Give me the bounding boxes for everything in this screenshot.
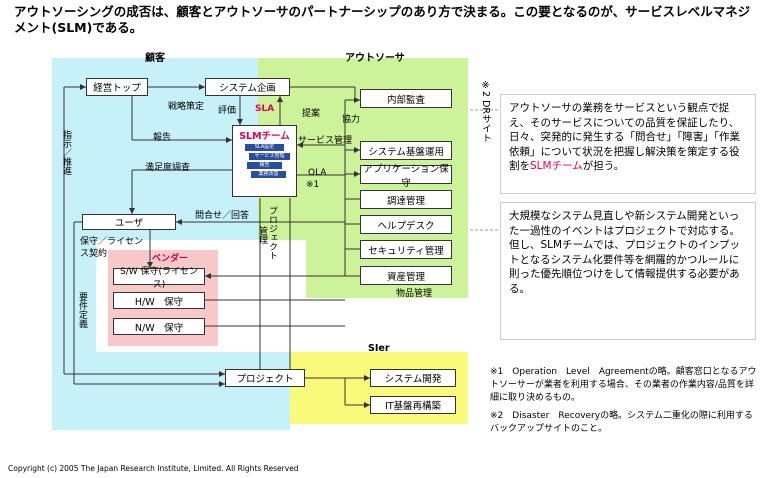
asset-box: 資産管理 bbox=[360, 266, 452, 285]
report-label: 報告 bbox=[153, 133, 172, 143]
system-ops-box: システム基盤運用 bbox=[360, 141, 452, 160]
vendor-region-label: ベンダー bbox=[152, 254, 189, 264]
it-rebuild-box: IT基盤再構築 bbox=[370, 396, 456, 414]
slm-team-label: SLMチーム bbox=[239, 131, 290, 142]
system-planning-box: システム企画 bbox=[205, 78, 290, 96]
project-note: 大規模なシステム見直しや新システム開発といった一過性のイベントはプロジェクトで対… bbox=[500, 202, 756, 340]
nw-maintenance-box: N/W 保守 bbox=[113, 318, 205, 335]
sier-region-label: SIer bbox=[368, 343, 390, 354]
customer-region-label: 顧客 bbox=[145, 53, 165, 64]
internal-audit-box: 内部監査 bbox=[360, 89, 452, 108]
mgmt-label: 管理 bbox=[257, 226, 267, 244]
maint-license-label: 保守／ライセンス契約 bbox=[80, 237, 144, 259]
slm-note-text: アウトソーサの業務をサービスという観点で捉え、そのサービスについての品質を保証し… bbox=[509, 102, 740, 172]
slm-item-1: SLA設定 bbox=[245, 144, 284, 151]
system-dev-box: システム開発 bbox=[370, 369, 456, 387]
project-vertical-label: プロジェクト bbox=[267, 206, 277, 260]
helpdesk-box: ヘルプデスク bbox=[360, 215, 452, 234]
project-box: プロジェクト bbox=[225, 369, 305, 387]
app-maintenance-box: アプリケーション保守 bbox=[360, 164, 452, 189]
footnote-2: ※2 Disaster Recoveryの略。システム二重化の際に利用するバック… bbox=[490, 411, 753, 434]
slm-note: アウトソーサの業務をサービスという観点で捉え、そのサービスについての品質を保証し… bbox=[500, 94, 756, 194]
user-box: ユーザ bbox=[82, 214, 176, 230]
ola-note-label: ※1 bbox=[306, 180, 320, 190]
footnote-1: ※1 Operation Level Agreementの略。顧客窓口となるアウ… bbox=[490, 367, 757, 403]
strategy-label: 戦略策定 bbox=[168, 102, 205, 112]
hw-maintenance-box: H/W 保守 bbox=[113, 292, 205, 309]
coop-label: 協力 bbox=[342, 115, 361, 125]
sla-label: SLA bbox=[255, 104, 275, 114]
eval-label: 評価 bbox=[218, 106, 237, 116]
dr-site-label: ※2 DRサイト bbox=[480, 80, 491, 143]
slm-item-3: 報告 bbox=[247, 162, 282, 169]
page-title: アウトソーシングの成否は、顧客とアウトソーサのパートナーシップのあり方で決まる。… bbox=[14, 4, 751, 35]
slm-item-4: 業務改善 bbox=[251, 171, 286, 178]
satisfaction-label: 満足度調査 bbox=[145, 163, 191, 173]
top-management-box: 経営トップ bbox=[86, 78, 148, 96]
proposal-label: 提案 bbox=[302, 109, 321, 119]
instruct-label: 指示／推進 bbox=[61, 130, 71, 175]
copyright: Copyright (c) 2005 The Japan Research In… bbox=[8, 464, 299, 473]
ola-label: OLA bbox=[308, 168, 327, 178]
slm-item-2: サービス管理 bbox=[249, 153, 290, 160]
req-def-label: 要件定義 bbox=[77, 292, 87, 328]
slm-note-tail: が担う。 bbox=[582, 160, 625, 172]
slm-note-highlight: SLMチーム bbox=[530, 160, 583, 172]
procurement-box: 調達管理 bbox=[360, 190, 452, 209]
service-mgmt-label: サービス管理 bbox=[298, 136, 353, 146]
goods-mgmt-label: 物品管理 bbox=[396, 289, 433, 299]
slm-team-box: SLMチーム SLA設定 サービス管理 報告 業務改善 bbox=[232, 125, 297, 197]
sw-maintenance-box: S/W 保守(ライセンス) bbox=[113, 267, 205, 290]
security-box: セキュリティ管理 bbox=[360, 240, 452, 259]
outsourcer-region-label: アウトソーサ bbox=[345, 53, 405, 64]
inquiry-label: 問合せ／回答 bbox=[195, 211, 250, 221]
